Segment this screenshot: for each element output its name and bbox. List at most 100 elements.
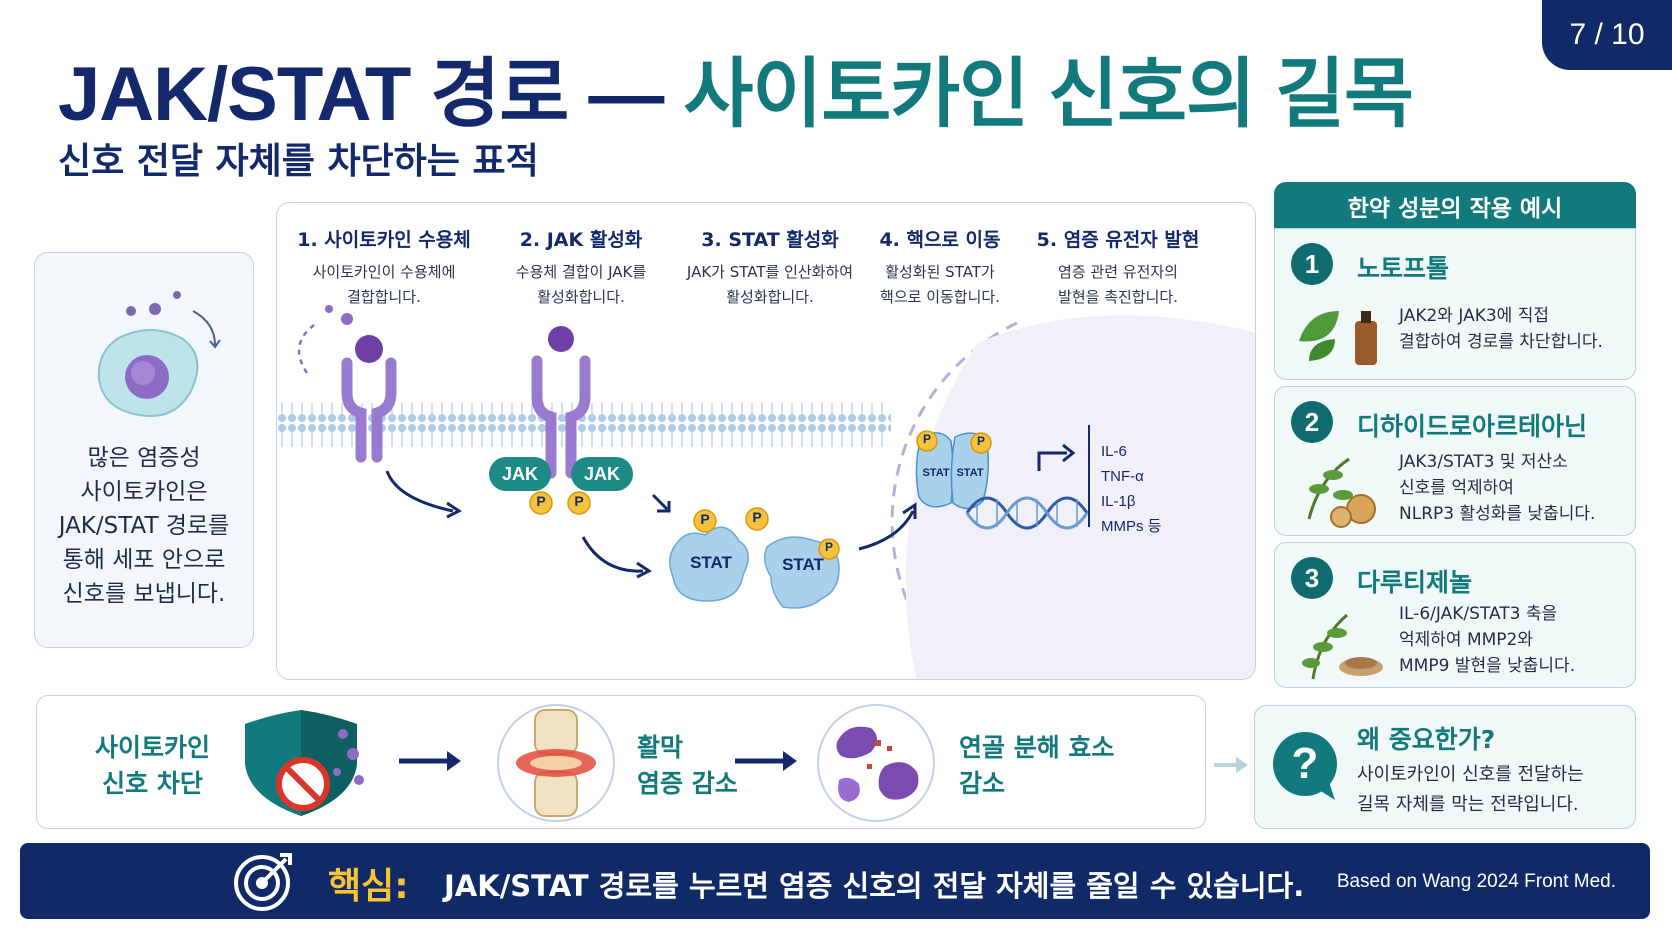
phospho-label-1: P xyxy=(536,493,546,509)
key-label: 핵심: xyxy=(328,866,409,907)
left-line-4: 통해 세포 안으로 xyxy=(62,547,226,573)
phospho-jak-right xyxy=(567,491,591,515)
herb-1-number: 1 xyxy=(1291,243,1333,285)
jak-protein-right xyxy=(571,457,633,491)
joint-icon xyxy=(497,704,615,822)
herb-2-desc-1: JAK3/STAT3 및 저산소 xyxy=(1399,452,1568,472)
herb-item-2: 2 디하이드로아르테아닌 JAK3/STAT3 및 저산소 신호를 억제하여 N… xyxy=(1274,386,1636,536)
phospho-label-3: P xyxy=(700,511,710,527)
why-important-box: ? 왜 중요한가? 사이토카인이 신호를 전달하는 길목 자체를 막는 전략입니… xyxy=(1254,705,1636,829)
stat-dimer-label-2: STAT xyxy=(956,467,984,479)
stat-dimer xyxy=(915,430,992,510)
question-mark-glyph: ? xyxy=(1291,739,1319,788)
herb-3-desc-2: 억제하여 MMP2와 xyxy=(1399,630,1534,650)
stat-protein-2 xyxy=(764,536,840,609)
flow-1-line-2: 신호 차단 xyxy=(102,769,203,798)
herb-2-number: 2 xyxy=(1291,401,1333,443)
herb-item-1: 1 노토프톨 JAK2와 JAK3에 직접 결합하여 경로를 차단합니다. xyxy=(1274,228,1636,380)
step-1-desc-1: 사이토카인이 수용체에 xyxy=(312,263,456,281)
title-part-2: 사이토카인 신호의 길목 xyxy=(683,52,1413,137)
step-5-title: 5. 염증 유전자 발현 xyxy=(1036,229,1200,251)
step-3-desc-1: JAK가 STAT를 인산화하여 xyxy=(686,263,854,281)
jak-label-left: JAK xyxy=(501,463,538,484)
phospho-label-6: P xyxy=(922,432,931,446)
step-2-desc-1: 수용체 결합이 JAK를 xyxy=(515,263,647,281)
cytokine-receptor-1 xyxy=(297,305,397,463)
gene-il1b: IL-1β xyxy=(1101,493,1136,510)
source-citation: Based on Wang 2024 Front Med. xyxy=(1336,871,1616,892)
herb-1-desc-2: 결합하여 경로를 차단합니다. xyxy=(1399,332,1603,352)
left-line-2: 사이토카인은 xyxy=(80,479,208,505)
step-1-title: 1. 사이토카인 수용체 xyxy=(297,229,471,251)
cell-icon xyxy=(97,291,221,417)
flow-arrow-2 xyxy=(735,751,797,771)
flow-arrow-1 xyxy=(399,751,461,771)
herb-3-desc-3: MMP9 발현을 낮춥니다. xyxy=(1399,656,1576,676)
phospho-label-7: P xyxy=(976,434,985,448)
jak-protein-left xyxy=(489,457,551,491)
herb-2-desc-2: 신호를 억제하여 xyxy=(1399,478,1514,498)
herb-1-desc-1: JAK2와 JAK3에 직접 xyxy=(1399,306,1549,326)
herb-item-3: 3 다루티제놀 IL-6/JAK/STAT3 축을 억제하여 MMP2와 MMP… xyxy=(1274,542,1636,688)
step-4-title: 4. 핵으로 이동 xyxy=(879,229,1001,251)
transcription-arrow xyxy=(1037,451,1067,471)
phospho-label-4: P xyxy=(752,509,762,525)
why-desc-1: 사이토카인이 신호를 전달하는 xyxy=(1357,764,1584,785)
step-5-desc-2: 발현을 촉진합니다. xyxy=(1058,288,1178,306)
step-4-desc-1: 활성화된 STAT가 xyxy=(885,263,995,281)
herb-1-name: 노토프톨 xyxy=(1357,254,1450,283)
phospho-label-2: P xyxy=(574,493,584,509)
flow-1-line-1: 사이토카인 xyxy=(95,733,211,762)
herb-3-desc-1: IL-6/JAK/STAT3 축을 xyxy=(1399,604,1558,624)
title-part-1: JAK/STAT 경로 — xyxy=(58,52,684,137)
page-subtitle: 신호 전달 자체를 차단하는 표적 xyxy=(58,141,539,182)
phospho-jak-left xyxy=(529,491,553,515)
dna-helix xyxy=(965,496,1089,530)
herbal-panel-header: 한약 성분의 작용 예시 xyxy=(1274,182,1636,230)
step-1-desc-2: 결합합니다. xyxy=(347,288,421,306)
effect-flow: 사이토카인 신호 차단 활막 염증 감소 연 xyxy=(36,695,1206,829)
nucleus-shape xyxy=(890,315,1255,679)
jak-label-right: JAK xyxy=(583,463,620,484)
herb-3-number: 3 xyxy=(1291,557,1333,599)
connector-arrow xyxy=(1214,757,1248,773)
left-line-5: 신호를 보냅니다. xyxy=(62,581,226,607)
enzyme-icon xyxy=(817,704,935,822)
gene-tnf: TNF-α xyxy=(1101,468,1144,485)
stat-protein-1 xyxy=(669,507,769,602)
target-icon xyxy=(234,853,292,911)
page-indicator: 7 / 10 xyxy=(1542,0,1672,70)
step-3-title: 3. STAT 활성화 xyxy=(701,229,839,251)
flow-2-line-1: 활막 xyxy=(637,733,684,762)
stat-label-2: STAT xyxy=(782,555,824,574)
gene-mmps: MMPs 등 xyxy=(1101,518,1162,535)
page-title: JAK/STAT 경로 — 사이토카인 신호의 길목 xyxy=(58,32,1414,142)
shield-block-icon xyxy=(245,710,364,816)
siegesbeckia-herb-icon xyxy=(1302,613,1383,680)
herb-2-desc-3: NLRP3 활성화를 낮춥니다. xyxy=(1399,504,1596,524)
flow-3-line-2: 감소 xyxy=(959,769,1006,798)
pathway-illustration xyxy=(277,305,1255,679)
flow-2-line-2: 염증 감소 xyxy=(637,769,738,798)
target-genes-list: IL-6 TNF-α IL-1β MMPs 등 xyxy=(1101,439,1161,539)
stat-label-1: STAT xyxy=(690,553,732,572)
step-5-desc-1: 염증 관련 유전자의 xyxy=(1058,263,1178,281)
step-3-desc-2: 활성화합니다. xyxy=(726,288,814,306)
leaf-bottle-icon xyxy=(1299,311,1377,365)
left-line-1: 많은 염증성 xyxy=(87,445,201,471)
phospho-label-5: P xyxy=(824,540,833,554)
herb-2-name: 디하이드로아르테아닌 xyxy=(1357,412,1588,441)
wormwood-herb-icon xyxy=(1307,457,1376,528)
stat-dimer-label-1: STAT xyxy=(922,467,950,479)
gene-il6: IL-6 xyxy=(1101,443,1127,460)
flow-3-line-1: 연골 분해 효소 xyxy=(959,733,1115,762)
key-message-banner: 핵심: JAK/STAT 경로를 누르면 염증 신호의 전달 자체를 줄일 수 … xyxy=(20,843,1650,919)
step-2-desc-2: 활성화합니다. xyxy=(537,288,625,306)
cell-intro-card: 많은 염증성 사이토카인은 JAK/STAT 경로를 통해 세포 안으로 신호를… xyxy=(34,252,254,648)
